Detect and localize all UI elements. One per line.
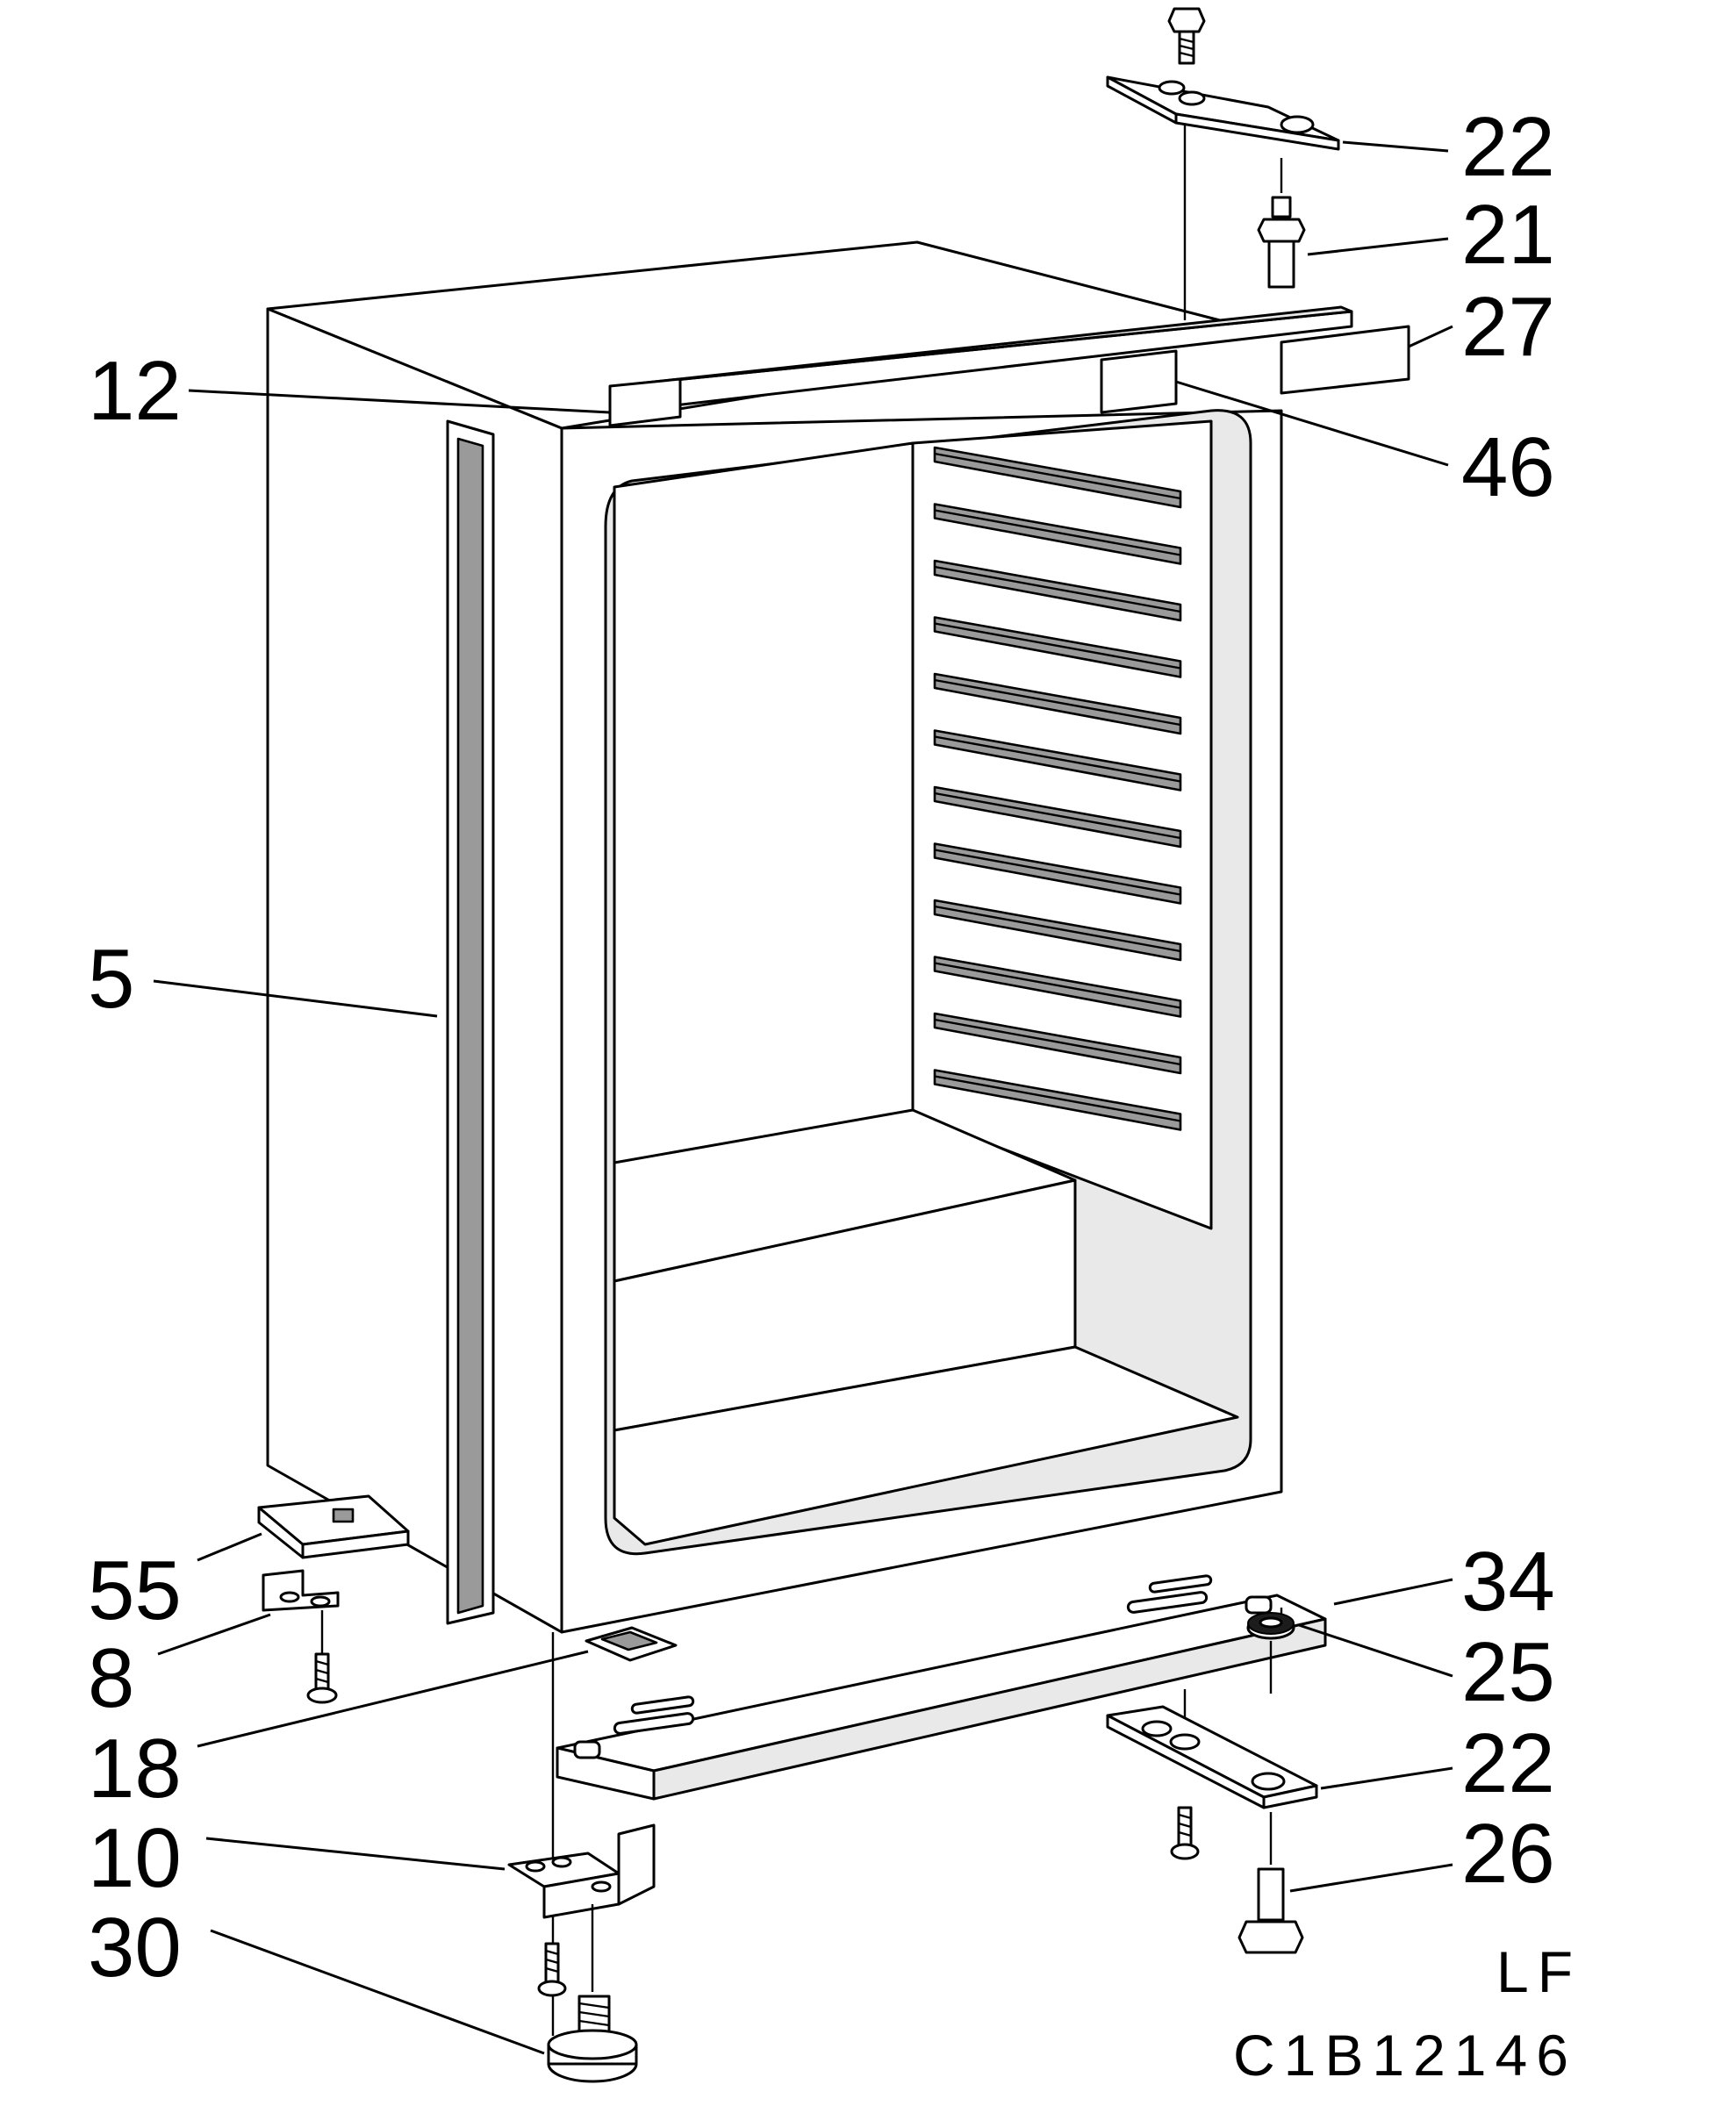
callout-34: 34 bbox=[1461, 1535, 1555, 1629]
hinge-pin-26 bbox=[1237, 1867, 1304, 1954]
callout-30: 30 bbox=[88, 1901, 182, 1995]
callout-25: 25 bbox=[1461, 1625, 1555, 1719]
shelf-rail bbox=[933, 446, 1182, 509]
door-seal-strip bbox=[446, 419, 495, 1625]
shelf-rail-edge bbox=[934, 565, 1181, 613]
callout-labels: 12 22 21 27 46 5 55 8 18 10 30 34 25 22 … bbox=[88, 100, 1555, 1995]
callout-46: 46 bbox=[1461, 420, 1555, 514]
hinge-plate-22-bottom bbox=[1106, 1705, 1318, 1809]
leader-34 bbox=[1333, 1578, 1453, 1606]
hinge-cover-27 bbox=[1280, 325, 1410, 395]
leader-27 bbox=[1408, 325, 1453, 348]
shelf-rail-edge bbox=[934, 792, 1181, 840]
washer-25 bbox=[1246, 1612, 1295, 1640]
leader-12 bbox=[188, 389, 611, 414]
leader-22-top bbox=[1342, 140, 1449, 153]
leader-30 bbox=[210, 1929, 545, 2055]
foot-pad bbox=[585, 1626, 678, 1662]
shelf-rail bbox=[933, 616, 1182, 678]
variant-code: LF bbox=[1496, 1939, 1582, 2004]
leader-8 bbox=[157, 1613, 271, 1656]
screw-30 bbox=[537, 1942, 567, 1997]
leader-21 bbox=[1307, 237, 1449, 256]
shelf-rail bbox=[933, 729, 1182, 792]
shelf-rail-edge bbox=[934, 509, 1181, 556]
shelf-rail bbox=[933, 672, 1182, 735]
shelf-rail-edge bbox=[934, 1075, 1181, 1122]
callout-55: 55 bbox=[88, 1544, 182, 1637]
cabinet-body bbox=[266, 240, 1283, 1634]
shelf-rail bbox=[933, 503, 1182, 565]
leader-lines bbox=[153, 140, 1453, 2055]
shelf-rail bbox=[933, 956, 1182, 1018]
shelf-rail-edge bbox=[934, 452, 1181, 500]
bottom-rail bbox=[556, 1574, 1327, 1801]
shelf-rail bbox=[933, 1012, 1182, 1075]
screw-left bbox=[306, 1652, 338, 1704]
hinge-bracket-10 bbox=[507, 1632, 656, 2036]
top-front-rail bbox=[608, 305, 1353, 427]
top-hinge-assembly bbox=[1106, 7, 1340, 320]
callout-5: 5 bbox=[88, 932, 134, 1026]
shelf-rail-edge bbox=[934, 1018, 1181, 1066]
hinge-cover-46 bbox=[1100, 349, 1178, 414]
shelf-rail-edge bbox=[934, 622, 1181, 670]
adjustable-foot-30 bbox=[547, 1904, 638, 2083]
shelf-rail-edge bbox=[934, 678, 1181, 727]
shelf-rails bbox=[933, 446, 1182, 1131]
leader-10 bbox=[205, 1837, 506, 1871]
callout-8: 8 bbox=[88, 1631, 134, 1725]
callout-21: 21 bbox=[1461, 188, 1555, 282]
callout-26: 26 bbox=[1461, 1807, 1555, 1901]
callout-27: 27 bbox=[1461, 280, 1555, 374]
leader-55 bbox=[197, 1532, 262, 1562]
callout-10: 10 bbox=[88, 1811, 182, 1905]
shelf-rail-edge bbox=[934, 962, 1181, 1009]
callout-22-top: 22 bbox=[1461, 100, 1555, 194]
shelf-rail bbox=[933, 899, 1182, 962]
callout-22-bottom: 22 bbox=[1461, 1716, 1555, 1810]
callout-18: 18 bbox=[88, 1722, 182, 1816]
shelf-rail bbox=[933, 842, 1182, 905]
bracket-55 bbox=[257, 1494, 410, 1559]
shelf-rail bbox=[933, 1069, 1182, 1131]
leader-46 bbox=[1175, 380, 1449, 467]
shelf-rail bbox=[933, 559, 1182, 622]
screw-right bbox=[1170, 1806, 1200, 1860]
leader-26 bbox=[1289, 1863, 1453, 1893]
leader-18 bbox=[197, 1650, 589, 1748]
leader-22-bottom bbox=[1320, 1766, 1453, 1790]
leader-5 bbox=[153, 979, 438, 1018]
shelf-rail-edge bbox=[934, 735, 1181, 783]
drawing-number: C1B12146 bbox=[1233, 2023, 1577, 2088]
shelf-rail-edge bbox=[934, 849, 1181, 896]
shelf-rail bbox=[933, 785, 1182, 849]
callout-12: 12 bbox=[88, 344, 182, 438]
leader-25 bbox=[1298, 1623, 1453, 1678]
clamp-8 bbox=[262, 1569, 340, 1612]
shelf-rail-edge bbox=[934, 905, 1181, 953]
